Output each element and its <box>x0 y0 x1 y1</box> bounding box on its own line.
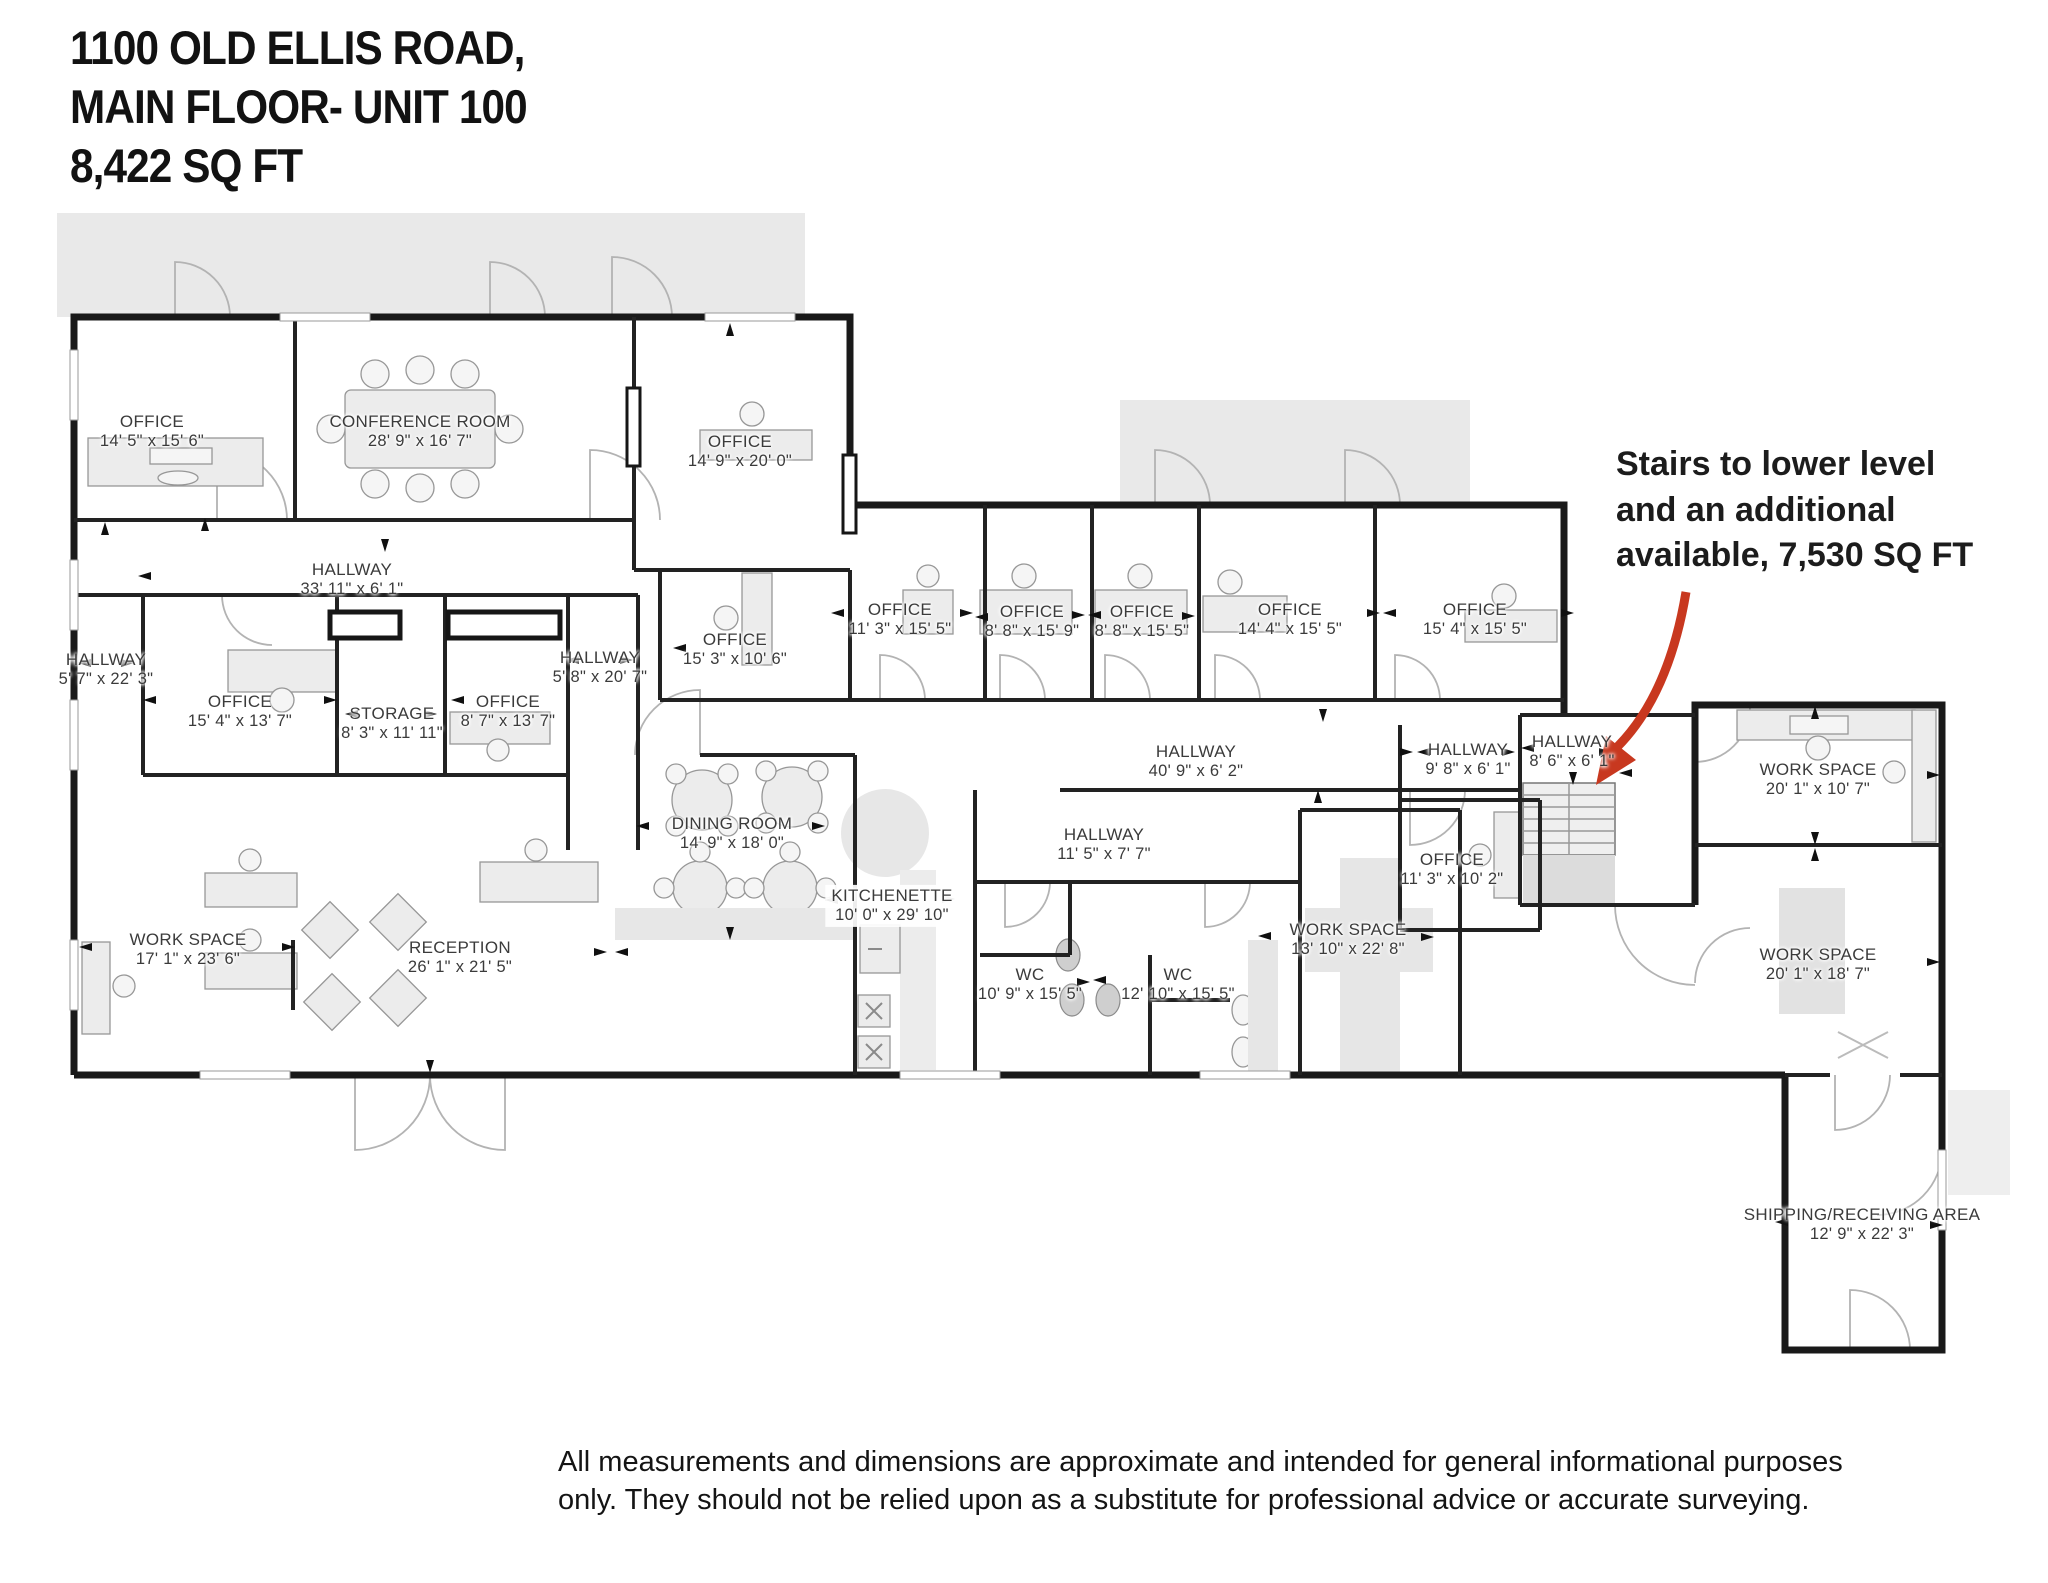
disclaimer-text: All measurements and dimensions are appr… <box>558 1446 1843 1516</box>
walls <box>70 313 1946 1354</box>
page-title: 1100 OLD ELLIS ROAD, MAIN FLOOR- UNIT 10… <box>70 18 528 196</box>
furniture <box>81 355 1937 1075</box>
kitchen-island-icon <box>841 789 929 877</box>
window-segments <box>69 312 1947 1231</box>
exterior-areas <box>57 213 2010 1195</box>
wall-panel <box>327 609 403 641</box>
title-line: 8,422 SQ FT <box>70 139 303 193</box>
armchair-icons <box>300 892 428 1032</box>
title-line: 1100 OLD ELLIS ROAD, <box>70 21 525 74</box>
window-panel <box>625 386 642 468</box>
dining-tables-icon <box>653 760 837 916</box>
stairs-annotation: Stairs to lower level and an additional … <box>1616 445 1974 575</box>
stairs-icon <box>1522 782 1616 905</box>
title-line: MAIN FLOOR- UNIT 100 <box>70 80 528 134</box>
wall-panel <box>445 609 563 641</box>
toilet-icons <box>1055 938 1121 1017</box>
red-arrow-icon <box>1596 591 1691 785</box>
window-panel <box>841 453 858 535</box>
